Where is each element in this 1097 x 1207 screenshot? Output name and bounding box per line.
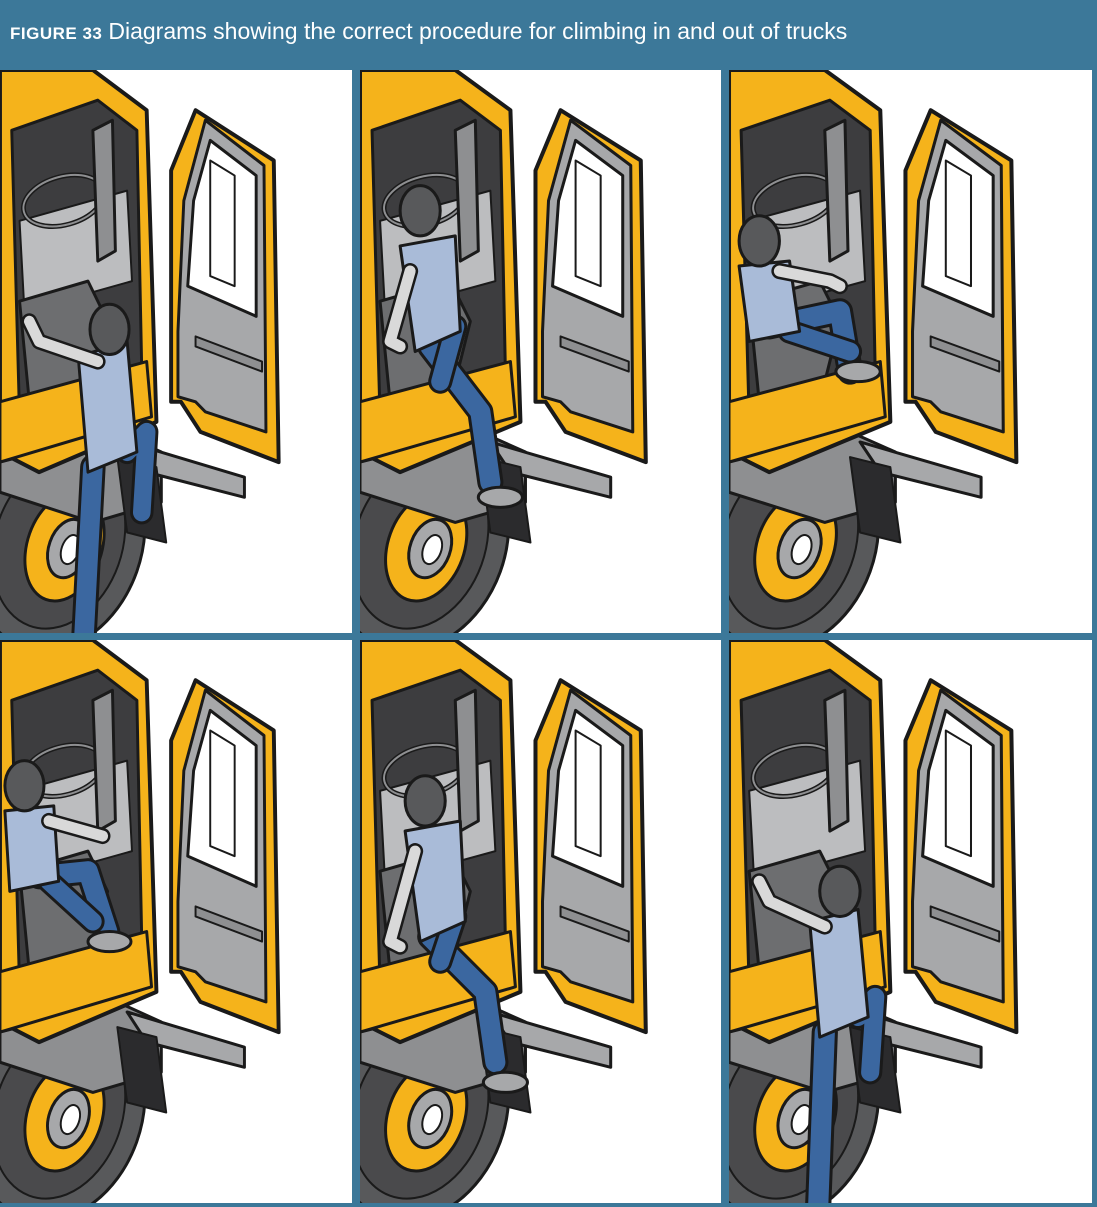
- truck-illustration-1: [0, 70, 352, 633]
- truck-illustration-3: [729, 70, 1092, 633]
- head: [820, 866, 860, 916]
- shoe: [88, 932, 131, 952]
- door-window-pane: [210, 730, 234, 856]
- grab-handle: [455, 120, 478, 261]
- head: [90, 304, 129, 354]
- shoe: [836, 362, 880, 382]
- truck-illustration-4: [0, 640, 352, 1203]
- truck-illustration-6: [729, 640, 1092, 1203]
- truck-illustration-2: [360, 70, 721, 633]
- grab-handle: [825, 120, 848, 261]
- head: [405, 776, 445, 826]
- step-panel-4: [0, 640, 352, 1203]
- head: [739, 216, 779, 266]
- figure-title: FIGURE 33 Diagrams showing the correct pr…: [10, 18, 847, 45]
- truck-illustration-5: [360, 640, 721, 1203]
- illustration-grid: [0, 70, 1097, 1207]
- door-window-pane: [576, 730, 601, 856]
- door-window-pane: [576, 160, 601, 286]
- head: [400, 186, 440, 236]
- shoe: [478, 487, 522, 507]
- grab-handle: [455, 690, 478, 831]
- jeans-leg: [818, 1032, 830, 1203]
- step-panel-5: [360, 640, 721, 1203]
- step-panel-6: [729, 640, 1092, 1203]
- step-panel-3: [729, 70, 1092, 633]
- step-panel-1: [0, 70, 352, 633]
- grab-handle: [825, 690, 848, 831]
- door-window-pane: [946, 730, 971, 856]
- door-window-pane: [210, 160, 234, 286]
- step-panel-2: [360, 70, 721, 633]
- grab-handle: [93, 120, 115, 261]
- grab-handle: [93, 690, 115, 831]
- shoe: [483, 1072, 527, 1092]
- head: [5, 761, 44, 811]
- figure-caption: Diagrams showing the correct procedure f…: [108, 18, 847, 44]
- figure-label: FIGURE 33: [10, 24, 102, 43]
- figure-title-bar: FIGURE 33 Diagrams showing the correct pr…: [0, 0, 1097, 70]
- door-window-pane: [946, 160, 971, 286]
